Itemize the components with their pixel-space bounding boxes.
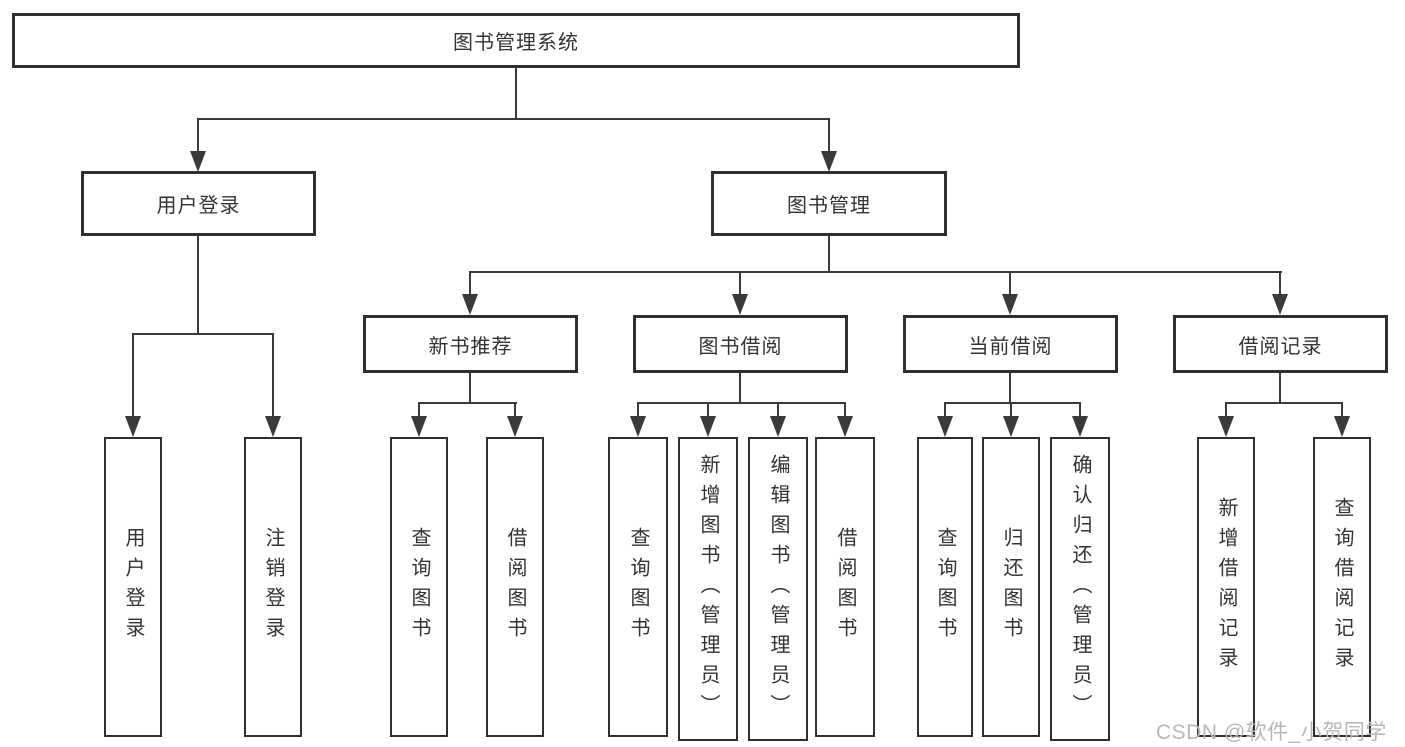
connector-drop-leaf bbox=[844, 402, 846, 419]
connector-userlogin-branch bbox=[132, 333, 274, 335]
connector-root-stem bbox=[515, 68, 517, 120]
connector-drop-leaf bbox=[1010, 402, 1012, 419]
connector-borrowing-branch bbox=[637, 402, 846, 404]
node-label: 新书推荐 bbox=[428, 335, 513, 358]
node-library-management-system: 图书管理系统 bbox=[12, 13, 1020, 68]
connector-current-stem bbox=[1009, 373, 1011, 404]
arrow-down-icon bbox=[837, 416, 853, 437]
leaf-label: 确认归还（管理员） bbox=[1069, 454, 1091, 724]
arrow-down-icon bbox=[732, 294, 748, 315]
node-current-borrowing: 当前借阅 bbox=[903, 315, 1118, 373]
arrow-down-icon bbox=[700, 416, 716, 437]
node-new-book-recommendation: 新书推荐 bbox=[363, 315, 578, 373]
arrow-down-icon bbox=[1334, 416, 1350, 437]
connector-drop-leaf bbox=[132, 333, 134, 419]
leaf-label: 新增图书（管理员） bbox=[697, 454, 719, 724]
arrow-down-icon bbox=[1272, 294, 1288, 315]
leaf-borrow-books-1: 借阅图书 bbox=[486, 437, 544, 737]
arrow-down-icon bbox=[1002, 294, 1018, 315]
connector-newbook-stem bbox=[469, 373, 471, 404]
arrow-down-icon bbox=[190, 151, 206, 172]
connector-drop-borrowing bbox=[739, 271, 741, 297]
csdn-watermark: CSDN @软件_小贺同学 bbox=[1156, 721, 1387, 744]
arrow-down-icon bbox=[411, 416, 427, 437]
leaf-query-books-1: 查询图书 bbox=[390, 437, 448, 737]
leaf-label: 查询借阅记录 bbox=[1331, 497, 1353, 677]
leaf-add-borrow-record: 新增借阅记录 bbox=[1197, 437, 1255, 737]
leaf-label: 新增借阅记录 bbox=[1215, 497, 1237, 677]
leaf-label: 注销登录 bbox=[262, 527, 284, 647]
connector-borrowing-stem bbox=[739, 373, 741, 404]
leaf-edit-books-admin: 编辑图书（管理员） bbox=[748, 437, 808, 741]
arrow-down-icon bbox=[630, 416, 646, 437]
leaf-label: 查询图书 bbox=[408, 527, 430, 647]
node-borrowing-records: 借阅记录 bbox=[1173, 315, 1388, 373]
node-user-login: 用户登录 bbox=[81, 171, 316, 236]
leaf-query-borrow-record: 查询借阅记录 bbox=[1313, 437, 1371, 737]
node-label: 图书借阅 bbox=[698, 335, 783, 358]
connector-drop-current bbox=[1009, 271, 1011, 297]
leaf-user-login: 用户登录 bbox=[104, 437, 162, 737]
arrow-down-icon bbox=[937, 416, 953, 437]
leaf-return-books: 归还图书 bbox=[982, 437, 1040, 737]
leaf-confirm-return-admin: 确认归还（管理员） bbox=[1050, 437, 1110, 741]
connector-drop-leaf bbox=[1225, 402, 1227, 419]
arrow-down-icon bbox=[1218, 416, 1234, 437]
arrow-down-icon bbox=[125, 416, 141, 437]
connector-root-branch bbox=[197, 118, 830, 120]
connector-drop-leaf bbox=[707, 402, 709, 419]
arrow-down-icon bbox=[1072, 416, 1088, 437]
connector-current-branch bbox=[944, 402, 1081, 404]
leaf-query-books-3: 查询图书 bbox=[917, 437, 973, 737]
connector-drop-leaf bbox=[418, 402, 420, 419]
leaf-label: 用户登录 bbox=[122, 527, 144, 647]
node-label: 用户登录 bbox=[156, 195, 241, 217]
connector-drop-leaf bbox=[944, 402, 946, 419]
node-book-borrowing: 图书借阅 bbox=[633, 315, 848, 373]
connector-newbook-branch bbox=[418, 402, 517, 404]
leaf-label: 借阅图书 bbox=[504, 527, 526, 647]
arrow-down-icon bbox=[1003, 416, 1019, 437]
arrow-down-icon bbox=[821, 151, 837, 172]
leaf-query-books-2: 查询图书 bbox=[608, 437, 668, 737]
arrow-down-icon bbox=[507, 416, 523, 437]
connector-records-stem bbox=[1279, 373, 1281, 404]
leaf-logout: 注销登录 bbox=[244, 437, 302, 737]
connector-drop-book-management bbox=[828, 118, 830, 153]
node-label: 借阅记录 bbox=[1238, 335, 1323, 358]
leaf-borrow-books-2: 借阅图书 bbox=[815, 437, 875, 737]
node-label: 图书管理系统 bbox=[453, 32, 579, 54]
leaf-add-books-admin: 新增图书（管理员） bbox=[678, 437, 738, 741]
connector-drop-user-login bbox=[197, 118, 199, 153]
leaf-label: 借阅图书 bbox=[834, 527, 856, 647]
leaf-label: 编辑图书（管理员） bbox=[767, 454, 789, 724]
node-label: 图书管理 bbox=[787, 195, 871, 217]
arrow-down-icon bbox=[770, 416, 786, 437]
connector-records-branch bbox=[1225, 402, 1343, 404]
connector-drop-leaf bbox=[1079, 402, 1081, 419]
leaf-label: 查询图书 bbox=[934, 527, 956, 647]
connector-drop-leaf bbox=[272, 333, 274, 419]
connector-drop-records bbox=[1279, 271, 1281, 297]
leaf-label: 归还图书 bbox=[1000, 527, 1022, 647]
arrow-down-icon bbox=[462, 294, 478, 315]
arrow-down-icon bbox=[265, 416, 281, 437]
node-book-management: 图书管理 bbox=[711, 171, 947, 236]
connector-drop-newbook bbox=[469, 271, 471, 297]
connector-bookmgmt-stem bbox=[828, 236, 830, 273]
leaf-label: 查询图书 bbox=[627, 527, 649, 647]
connector-drop-leaf bbox=[637, 402, 639, 419]
connector-drop-leaf bbox=[514, 402, 516, 419]
connector-bookmgmt-branch bbox=[469, 271, 1282, 273]
connector-drop-leaf bbox=[777, 402, 779, 419]
node-label: 当前借阅 bbox=[968, 335, 1053, 358]
connector-drop-leaf bbox=[1341, 402, 1343, 419]
connector-userlogin-stem bbox=[197, 236, 199, 335]
